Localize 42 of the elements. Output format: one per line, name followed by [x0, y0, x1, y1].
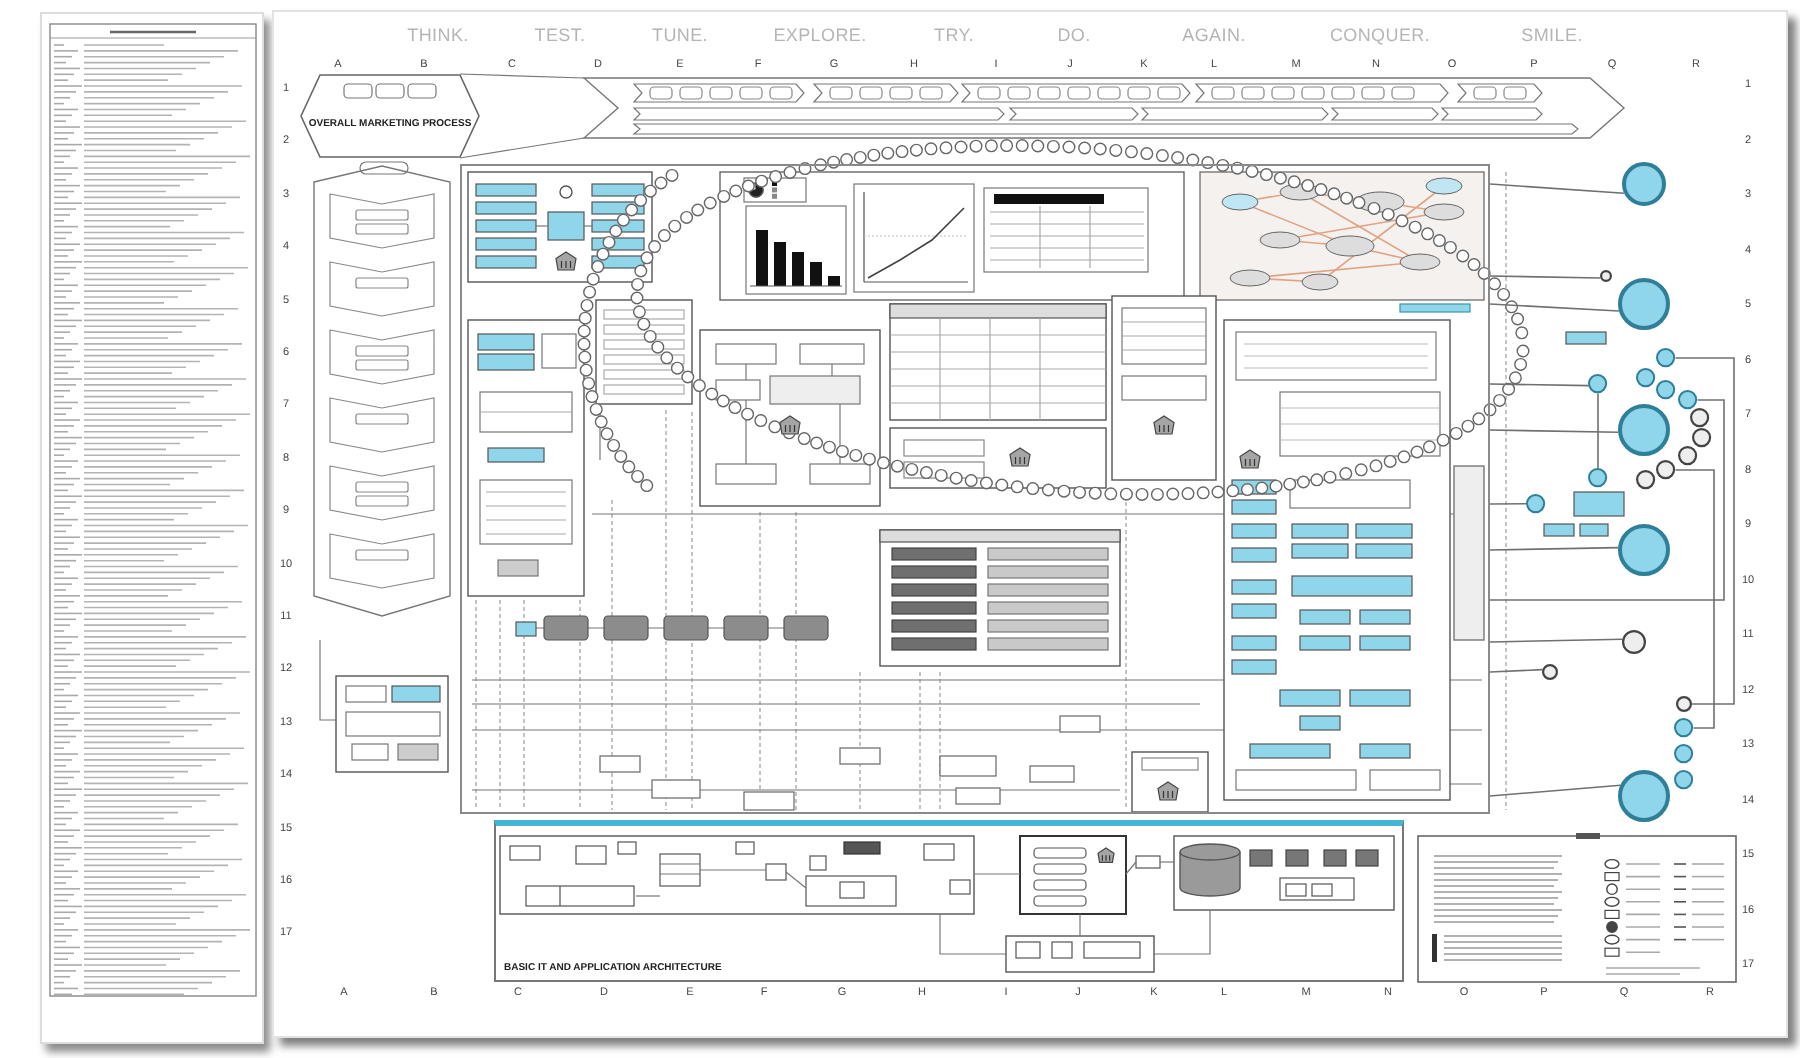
circle-node	[1678, 390, 1698, 410]
circle-node	[1526, 494, 1546, 514]
circle-node	[1636, 368, 1656, 388]
ring-node	[1690, 408, 1710, 428]
connector-line	[1489, 638, 1624, 643]
circle-node	[1674, 718, 1694, 738]
heading-word: SMILE.	[1521, 27, 1583, 45]
circle-node	[1674, 770, 1694, 790]
connector-line	[1674, 357, 1735, 705]
ring-node	[1600, 270, 1612, 282]
heading-word: TEST.	[534, 27, 586, 45]
connector-line	[1489, 546, 1619, 551]
ring-node	[1542, 664, 1558, 680]
connector-line	[1489, 399, 1725, 601]
connector-line	[1489, 429, 1619, 433]
connector-line	[1674, 469, 1715, 729]
ring-node	[1636, 470, 1656, 490]
connector-line	[1489, 183, 1625, 194]
ring-node	[1676, 696, 1692, 712]
ring-node	[1656, 460, 1676, 480]
circle-node	[1656, 348, 1676, 368]
heading-word: DO.	[1057, 27, 1091, 45]
heading-word: TUNE.	[652, 27, 708, 45]
heading-word: AGAIN.	[1182, 27, 1246, 45]
connector-line	[1489, 275, 1602, 279]
circle-node	[1588, 374, 1608, 394]
heading-word: THINK.	[407, 27, 469, 45]
connector-line	[1489, 668, 1544, 673]
heading-word: EXPLORE.	[773, 27, 867, 45]
ring-node	[1678, 446, 1698, 466]
connector-line	[1489, 784, 1622, 797]
ring-node	[1692, 428, 1712, 448]
connector-line	[1489, 383, 1590, 387]
connector-line	[1489, 503, 1528, 505]
connector-line	[1489, 303, 1620, 312]
circle-node	[1674, 744, 1694, 764]
architecture-panel	[494, 820, 1404, 982]
connector-line	[1597, 392, 1599, 470]
circle-node	[1588, 468, 1608, 488]
circle-node	[1656, 380, 1676, 400]
heading-word: CONQUER.	[1329, 27, 1431, 45]
heading-word: TRY.	[934, 27, 974, 45]
